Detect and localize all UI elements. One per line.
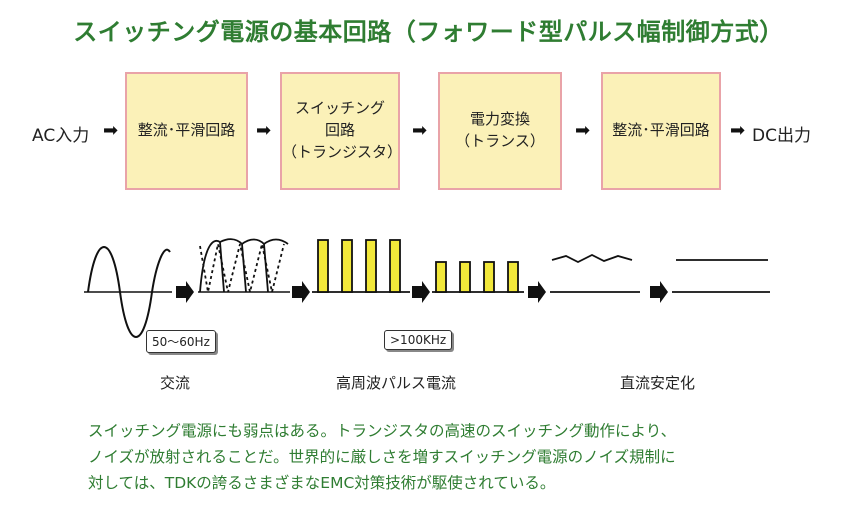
input-label: AC入力 [32,126,90,146]
right-arrow-icon: ➡ [256,120,272,141]
right-arrow-icon: ➡ [103,120,119,141]
right-arrow-icon: ➡ [730,120,746,141]
right-arrow-icon [412,281,430,303]
right-arrow-icon [292,281,310,303]
explanatory-note: スイッチング電源にも弱点はある。トランジスタの高速のスイッチング動作により、 ノ… [88,418,788,496]
right-arrow-icon: ➡ [412,120,428,141]
right-arrow-icon [528,281,546,303]
high-frequency-pulses [312,239,410,293]
waveform-label-ac: 交流 [160,374,191,392]
waveform-label-pulse: 高周波パルス電流 [336,374,457,392]
diagram-title: スイッチング電源の基本回路（フォワード型パルス幅制御方式） [73,18,784,46]
frequency-tag-ac: 50～60Hz [146,330,216,353]
waveform-strip [84,238,770,338]
block-switching-circuit: スイッチング 回路 （トランジスタ） [280,72,402,190]
right-arrow-icon [176,281,194,303]
waveform-label-dc: 直流安定化 [620,374,696,392]
note-line: スイッチング電源にも弱点はある。トランジスタの高速のスイッチング動作により、 [88,422,677,440]
block-rectifier-output: 整流･平滑回路 [601,72,721,190]
block-power-conversion: 電力変換 （トランス） [438,72,562,190]
note-line: ノイズが放射されることだ。世界的に厳しさを増すスイッチング電源のノイズ規制に [88,448,676,466]
transformed-pulses [432,261,524,293]
right-arrow-icon: ➡ [575,120,591,141]
rectified-ripple-wave [198,238,290,293]
stabilized-dc-wave [672,259,770,293]
output-label: DC出力 [752,126,811,146]
ac-sine-wave [84,246,172,338]
ripple-dc-wave [550,253,640,293]
right-arrow-icon [650,281,668,303]
block-rectifier-input: 整流･平滑回路 [125,72,248,190]
note-line: 対しては、TDKの誇るさまざまなEMC対策技術が駆使されている。 [88,474,556,492]
frequency-tag-switching: >100KHz [384,330,453,350]
